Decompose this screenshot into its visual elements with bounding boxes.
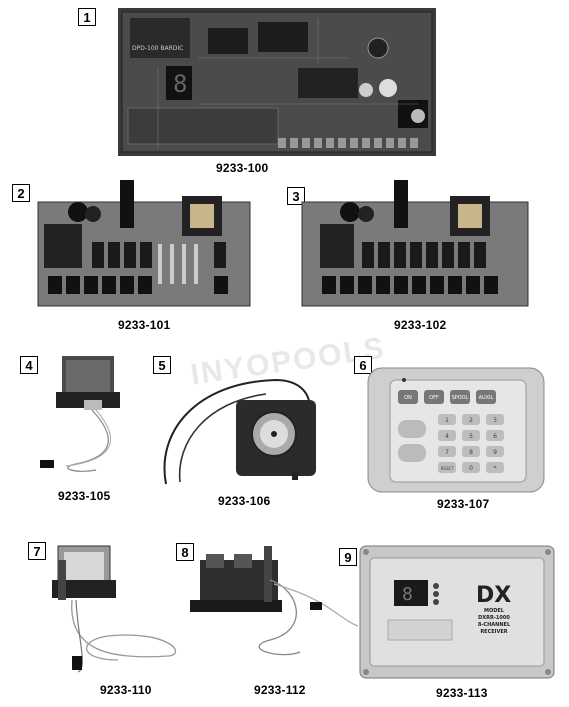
key-6: 6 (493, 433, 497, 440)
relay-board-102-image (301, 180, 529, 307)
key-spool: SPOOL (452, 395, 469, 401)
part-number-8: 9233-112 (254, 683, 306, 697)
receiver-model-line-3: 8-CHANNEL (478, 622, 511, 628)
receiver-model-line-4: RECEIVER (480, 629, 507, 635)
part-number-9: 9233-113 (436, 686, 488, 700)
svg-text:8: 8 (173, 70, 187, 98)
callout-2: 2 (12, 184, 30, 202)
relay-board-101-image (37, 180, 251, 307)
board-silkscreen: DPD-100 BARDIC (132, 45, 183, 52)
control-board-image: 8 DPD-100 BARDIC (118, 8, 436, 156)
receiver-model-line-2: DXRR-1000 (478, 615, 510, 621)
key-auxil: AUXIL (479, 395, 494, 401)
relay-110-image (52, 545, 177, 673)
callout-5: 5 (153, 356, 171, 374)
callout-3: 3 (287, 187, 305, 205)
key-star: * (494, 465, 497, 472)
key-9: 9 (493, 449, 497, 456)
keypad-107-image: ON OFF SPOOL AUXIL 1 2 3 4 5 6 7 8 9 RES… (367, 367, 545, 493)
timer-106-image (163, 378, 316, 485)
relay-112-image (190, 546, 359, 656)
key-reset: RESET (441, 466, 454, 471)
key-3: 3 (493, 417, 497, 424)
part-number-7: 9233-110 (100, 683, 152, 697)
part-number-5: 9233-106 (218, 494, 271, 508)
key-0: 0 (469, 465, 473, 472)
key-4: 4 (445, 433, 449, 440)
receiver-logo: DX (476, 583, 511, 608)
key-2: 2 (469, 417, 473, 424)
part-number-4: 9233-105 (58, 489, 111, 503)
part-number-2: 9233-101 (118, 318, 171, 332)
callout-4: 4 (20, 356, 38, 374)
receiver-model-line-1: MODEL (484, 608, 505, 614)
callout-8: 8 (176, 543, 194, 561)
callout-6: 6 (354, 356, 372, 374)
key-off: OFF (429, 395, 439, 401)
part-number-6: 9233-107 (437, 497, 490, 511)
callout-1: 1 (78, 8, 96, 26)
key-7: 7 (445, 449, 449, 456)
svg-text:8: 8 (402, 584, 413, 605)
callout-9: 9 (339, 548, 357, 566)
key-1: 1 (445, 417, 449, 424)
part-number-3: 9233-102 (394, 318, 447, 332)
key-8: 8 (469, 449, 473, 456)
key-on: ON (404, 395, 412, 401)
key-5: 5 (469, 433, 473, 440)
relay-105-image (40, 356, 120, 472)
receiver-113-image: 8 DX MODEL DXRR-1000 8-CHANNEL RECEIVER (359, 545, 555, 679)
callout-7: 7 (28, 542, 46, 560)
part-number-1: 9233-100 (216, 161, 269, 175)
